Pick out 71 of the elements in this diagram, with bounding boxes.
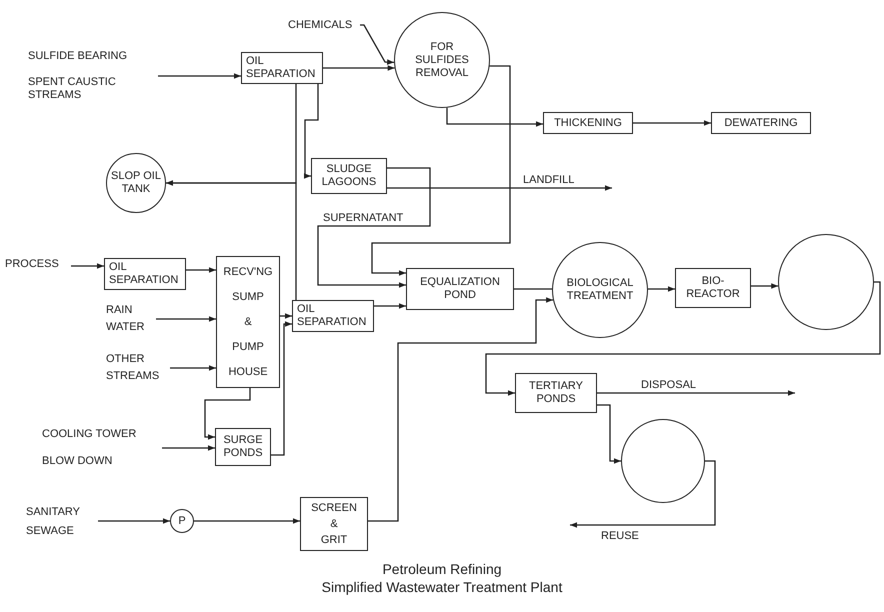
flow-arrow (360, 24, 394, 65)
flow-arrow (204, 388, 251, 440)
flow-arrow (194, 518, 300, 524)
flow-arrow (271, 321, 292, 456)
flow-arrow (317, 167, 431, 288)
flow-arrow (71, 263, 104, 269)
node-label: OIL SEPARATION (246, 55, 316, 81)
flow-arrow (156, 316, 216, 322)
flow-arrow (597, 390, 795, 396)
process-box (406, 268, 514, 310)
stream-label: SPENT CAUSTIC STREAMS (28, 76, 117, 102)
stream-label: OTHER (106, 353, 146, 366)
flow-arrow (162, 445, 215, 451)
flow-arrow (368, 297, 554, 522)
flow-arrow (485, 281, 881, 396)
flow-arrow (751, 283, 778, 289)
node-label: BIOLOGICAL TREATMENT (566, 277, 634, 303)
node-label: P (178, 514, 186, 528)
flow-arrow (387, 185, 612, 191)
flow-arrow (633, 120, 711, 126)
stream-label: RAIN (106, 304, 134, 317)
flow-arrow (158, 73, 241, 79)
process-box (675, 268, 751, 308)
flow-arrow (648, 286, 675, 292)
stream-label: PROCESS (5, 258, 60, 270)
process-box (104, 258, 186, 290)
flow-arrow (371, 65, 511, 276)
flow-arrow (186, 267, 216, 273)
node-label: SLUDGE LAGOONS (320, 163, 378, 189)
node-label: OIL SEPARATION (297, 303, 368, 329)
flow-arrow (166, 180, 297, 300)
flow-arrow (280, 313, 292, 319)
diagram-caption: Simplified Wastewater Treatment Plant (322, 578, 562, 596)
process-box (300, 497, 368, 551)
flow-arrow (98, 518, 170, 524)
stream-label: SANITARY (26, 506, 81, 519)
stream-label: COOLING TOWER (42, 428, 138, 441)
diagram-title: Petroleum Refining (382, 560, 502, 578)
node-label: SURGE PONDS (222, 434, 264, 460)
flow-line (514, 288, 552, 290)
flow-arrow (323, 65, 395, 71)
flow-arrow (570, 460, 716, 528)
process-box (311, 158, 387, 194)
node-label: SLOP OIL TANK (110, 170, 162, 196)
flow-arrow (446, 108, 543, 127)
stream-label: SEWAGE (26, 525, 75, 538)
stream-label: BLOW DOWN (42, 455, 114, 468)
node-label: BIO- REACTOR (685, 275, 741, 301)
process-box (292, 300, 374, 332)
process-box (543, 112, 633, 134)
node-label: DEWATERING (724, 116, 798, 130)
process-box (241, 52, 323, 84)
node-label: EQUALIZATION POND (419, 276, 501, 302)
node-label: TERTIARY PONDS (528, 380, 584, 406)
flow-arrow (170, 365, 216, 371)
node-label: SCREEN & GRIT (310, 501, 358, 548)
process-box (216, 256, 280, 388)
process-box (215, 428, 271, 466)
process-box (711, 112, 811, 134)
flow-arrow (597, 404, 621, 464)
flow-arrow (374, 303, 406, 309)
flow-arrow (304, 84, 319, 179)
stream-label: SULFIDE BEARING (28, 50, 128, 63)
node-label: OIL SEPARATION (109, 261, 180, 287)
node-label: THICKENING (554, 116, 622, 130)
stream-label: CHEMICALS (288, 18, 354, 32)
stream-label: STREAMS (106, 370, 160, 383)
node-label: RECV'NG SUMP & PUMP HOUSE (222, 264, 274, 380)
process-box (515, 373, 597, 413)
node-label: FOR SULFIDES REMOVAL (414, 40, 470, 80)
stream-label: WATER (106, 321, 146, 334)
